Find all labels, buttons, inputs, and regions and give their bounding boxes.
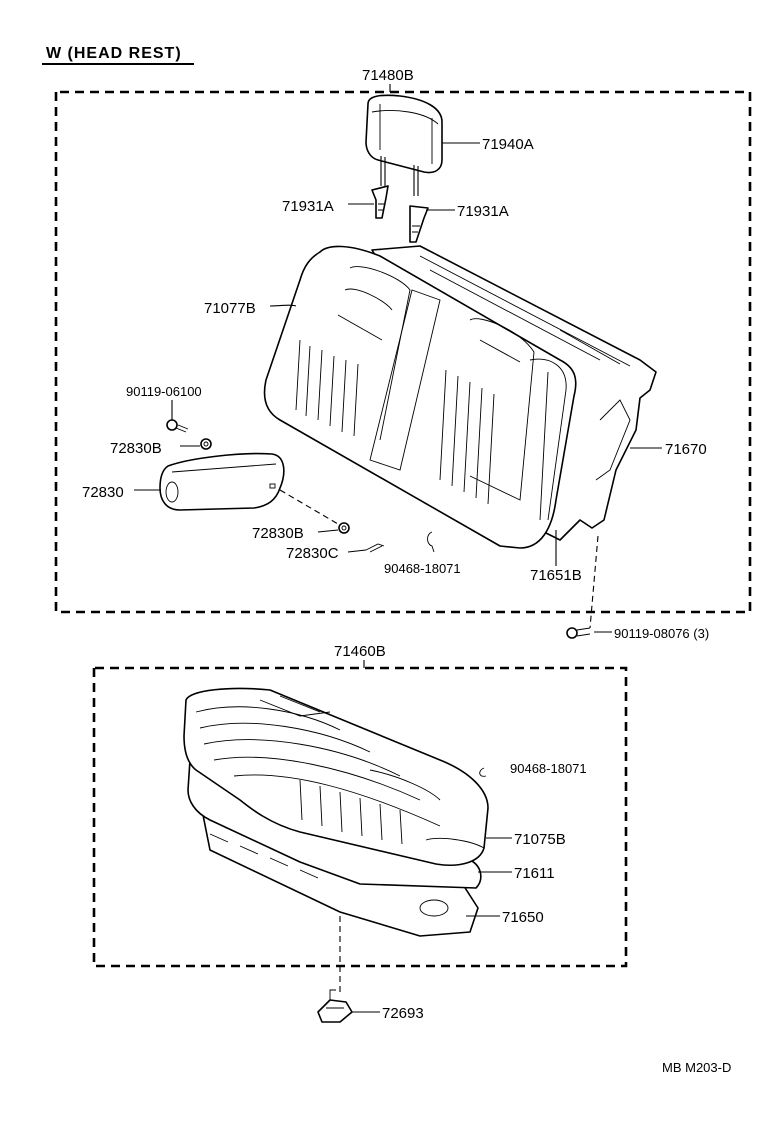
- label-71931A-right: 71931A: [457, 203, 509, 220]
- clip-icon: [365, 543, 385, 553]
- leader-72830C: [347, 549, 367, 553]
- lower-group-frame: [92, 666, 628, 968]
- label-90468-18071-upper: 90468-18071: [384, 561, 461, 576]
- label-upper-group: 71480B: [362, 67, 414, 84]
- bolt-icon: [166, 419, 189, 433]
- label-71650: 71650: [502, 909, 544, 926]
- label-71611: 71611: [514, 865, 555, 882]
- bolt-icon: [566, 627, 591, 639]
- footer-code: MB M203-D: [662, 1060, 731, 1075]
- armrest-icon: [159, 452, 285, 511]
- clip-icon: [338, 522, 350, 534]
- hook-icon: [317, 989, 353, 1023]
- headrest-icon: [365, 94, 443, 196]
- label-72830: 72830: [82, 484, 124, 501]
- support-icon: [371, 185, 429, 243]
- label-72830C: 72830C: [286, 545, 339, 562]
- label-71940A: 71940A: [482, 136, 534, 153]
- label-71931A-left: 71931A: [282, 198, 334, 215]
- label-72693: 72693: [382, 1005, 424, 1022]
- label-72830B-lower: 72830B: [252, 525, 304, 542]
- armrest-mount-line: [279, 489, 339, 525]
- leader-71077B: [269, 304, 297, 307]
- label-71670: 71670: [665, 441, 707, 458]
- label-71077B: 71077B: [204, 300, 256, 317]
- upper-group-frame: [54, 90, 752, 614]
- leader-72830B-lower: [317, 529, 339, 533]
- seat-cushion-icon: [183, 687, 489, 866]
- label-71651B: 71651B: [530, 567, 582, 584]
- label-lower-group: 71460B: [334, 643, 386, 660]
- diagram-title: W (HEAD REST): [46, 45, 182, 62]
- seatback-icon: [263, 245, 657, 549]
- clip-icon: [479, 767, 487, 777]
- label-90119-08076: 90119-08076 (3): [614, 626, 709, 641]
- label-71075B: 71075B: [514, 831, 566, 848]
- clip-icon: [200, 438, 212, 450]
- label-90119-06100: 90119-06100: [126, 384, 202, 399]
- bolt-mount-line: [589, 535, 599, 629]
- label-72830B-upper: 72830B: [110, 440, 162, 457]
- clip-icon: [427, 531, 435, 553]
- label-90468-18071-lower: 90468-18071: [510, 761, 587, 776]
